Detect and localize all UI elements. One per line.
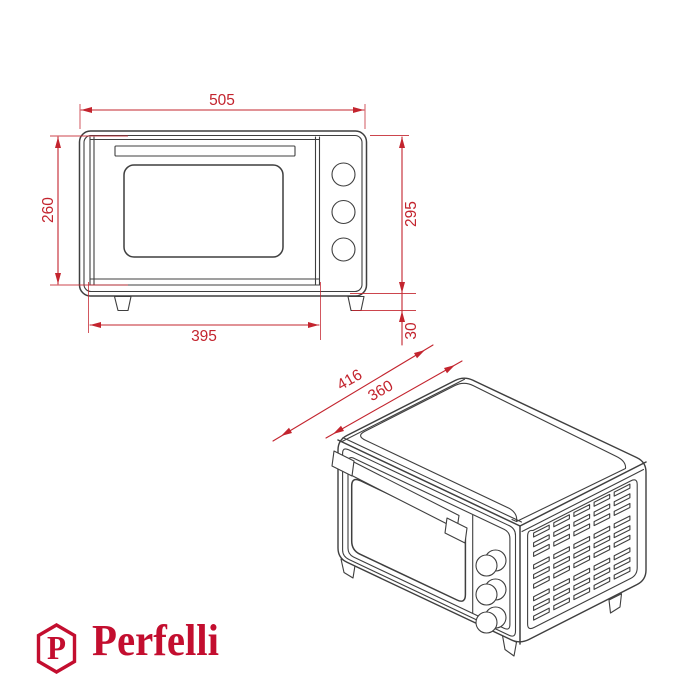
iso-knob [475,554,498,577]
oven-door [89,136,321,286]
iso-foot-right [608,593,623,614]
knob-bottom [331,237,356,262]
iso-control-knobs [475,549,507,634]
iso-side-panel [527,479,638,630]
oven-body-outline [78,130,368,297]
dim-door-height: 260 [40,197,57,223]
left-leg [113,295,132,312]
dim-leg-height: 30 [403,322,420,340]
isometric-view [331,377,647,657]
ventilation-slots [533,483,631,621]
right-leg [347,295,365,312]
front-view-dimensions: 505 260 295 30 395 [40,92,420,346]
knob-top [331,162,356,187]
door-handle [114,145,296,157]
iso-knob [475,583,498,606]
dim-base-width: 395 [191,328,217,345]
dim-overall-height: 295 [403,201,420,227]
front-view [78,130,368,312]
iso-top-panel [360,382,627,523]
iso-door [331,448,517,637]
dim-overall-width: 505 [209,92,235,109]
door-window [123,164,284,258]
knob-middle [331,199,356,225]
dim-overall-depth: 416 [334,366,365,394]
logo-hexagon-icon [36,623,77,674]
brand-logo: P Perfelli [36,616,219,674]
control-knobs [331,162,356,262]
iso-knob [475,611,498,634]
iso-body-outline [337,377,647,643]
oven-body-inner-frame [83,134,363,293]
logo-monogram: P [47,630,66,667]
logo-wordmark: Perfelli [92,616,219,665]
